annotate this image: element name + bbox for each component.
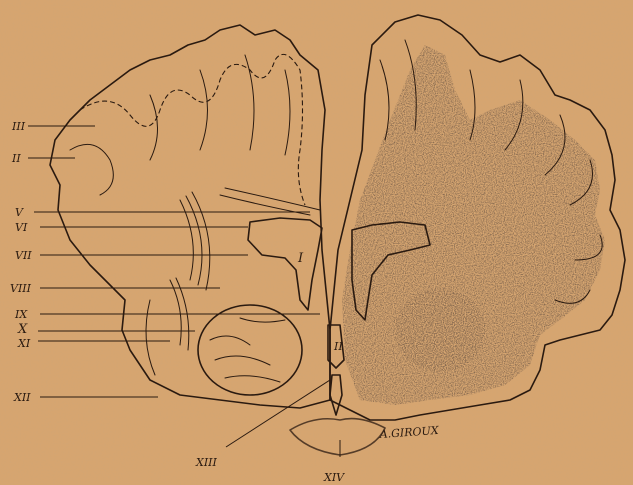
label-v: V <box>15 206 24 219</box>
inner-mark-one: I <box>297 251 304 266</box>
inner-mark-two: II <box>333 340 343 353</box>
label-vi: VI <box>15 221 28 234</box>
label-vii: VII <box>15 249 32 262</box>
label-ix: IX <box>14 308 28 321</box>
label-xiii: XIII <box>195 456 218 469</box>
right-dark-nucleus <box>395 288 485 372</box>
label-ii: II <box>11 152 21 165</box>
label-x: X <box>17 322 28 337</box>
label-xii: XII <box>13 391 31 404</box>
label-iii: III <box>11 120 26 133</box>
label-xiv: XIV <box>323 471 345 484</box>
label-viii: VIII <box>10 282 32 295</box>
label-xi: XI <box>17 337 31 350</box>
